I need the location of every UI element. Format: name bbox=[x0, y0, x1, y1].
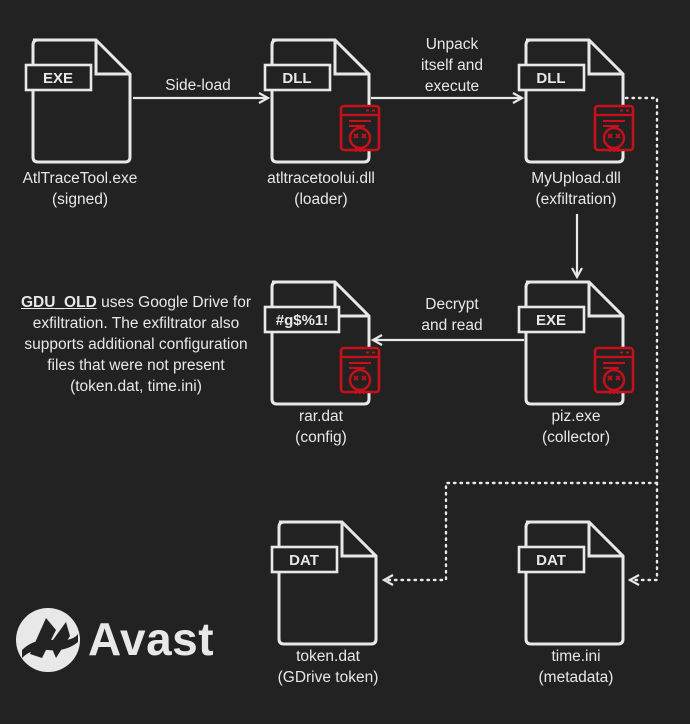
node-myupload-name: MyUpload.dll bbox=[531, 170, 621, 187]
node-piz-tag: EXE bbox=[536, 312, 566, 329]
node-atltracetool-name: AtlTraceTool.exe bbox=[22, 170, 138, 187]
node-myupload-caption: MyUpload.dll (exfiltration) bbox=[496, 168, 656, 210]
brand-wordmark: Avast bbox=[88, 613, 215, 665]
node-rar-caption: rar.dat (config) bbox=[241, 406, 401, 448]
node-atltracetoolui-icon: DLL bbox=[263, 38, 381, 164]
malware-skull-icon bbox=[339, 104, 381, 154]
node-piz-caption: piz.exe (collector) bbox=[496, 406, 656, 448]
edge-label-decrypt-line2: and read bbox=[421, 317, 483, 334]
edge-label-unpack-line1: Unpack bbox=[425, 36, 479, 53]
node-atltracetoolui-name: atltracetoolui.dll bbox=[267, 170, 375, 187]
note-body: uses Google Drive for exfiltration. The … bbox=[24, 294, 251, 395]
edge-dotted-time bbox=[624, 96, 659, 580]
malware-skull-icon bbox=[593, 104, 635, 154]
node-time-role: (metadata) bbox=[538, 669, 614, 686]
node-myupload-role: (exfiltration) bbox=[535, 191, 617, 208]
node-piz-icon: EXE bbox=[517, 280, 635, 406]
node-atltracetool-icon: EXE bbox=[24, 38, 132, 164]
node-token-caption: token.dat (GDrive token) bbox=[248, 646, 408, 688]
edge-label-unpack-line2: itself and bbox=[420, 57, 484, 74]
node-atltracetool-caption: AtlTraceTool.exe (signed) bbox=[0, 168, 160, 210]
node-myupload-tag: DLL bbox=[536, 70, 565, 87]
malware-skull-icon bbox=[593, 346, 635, 396]
malware-skull-icon bbox=[339, 346, 381, 396]
node-token-role: (GDrive token) bbox=[277, 669, 379, 686]
edge-label-sideload: Side-load bbox=[165, 77, 231, 94]
node-token-tag: DAT bbox=[289, 552, 319, 569]
node-rar-tag: #g$%1! bbox=[276, 312, 329, 329]
node-piz-name: piz.exe bbox=[551, 408, 601, 425]
node-piz-role: (collector) bbox=[541, 429, 611, 446]
avast-logo-icon bbox=[16, 608, 80, 672]
edge-label-unpack: Unpack itself and execute bbox=[400, 34, 504, 97]
node-time-caption: time.ini (metadata) bbox=[496, 646, 656, 688]
node-atltracetoolui-caption: atltracetoolui.dll (loader) bbox=[241, 168, 401, 210]
note-strong: GDU_OLD bbox=[20, 294, 97, 311]
node-time-name: time.ini bbox=[551, 648, 601, 665]
edge-dotted-token bbox=[384, 481, 659, 580]
node-rar-icon: #g$%1! bbox=[263, 280, 381, 406]
note-text: GDU_OLD uses Google Drive for exfiltrati… bbox=[20, 292, 252, 397]
node-atltracetool-role: (signed) bbox=[52, 191, 108, 208]
node-atltracetool-tag: EXE bbox=[43, 70, 73, 87]
edge-label-decrypt-line1: Decrypt bbox=[425, 296, 479, 313]
node-rar-name: rar.dat bbox=[299, 408, 343, 425]
node-time-icon: DAT bbox=[517, 520, 625, 646]
node-atltracetoolui-tag: DLL bbox=[282, 70, 311, 87]
node-rar-role: (config) bbox=[295, 429, 347, 446]
edge-label-decrypt: Decrypt and read bbox=[400, 294, 504, 336]
node-myupload-icon: DLL bbox=[517, 38, 635, 164]
edge-label-unpack-line3: execute bbox=[424, 78, 480, 95]
node-atltracetoolui-role: (loader) bbox=[294, 191, 348, 208]
node-token-icon: DAT bbox=[270, 520, 378, 646]
node-time-tag: DAT bbox=[536, 552, 566, 569]
node-token-name: token.dat bbox=[296, 648, 360, 665]
